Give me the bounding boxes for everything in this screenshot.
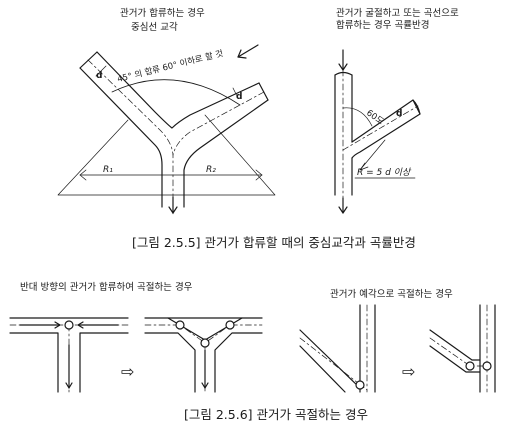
d-label-bend: d — [396, 109, 402, 119]
caption-2-5-6: [그림 2.5.6] 관거가 곡절하는 경우 — [184, 407, 368, 422]
r1-label: R₁ — [103, 165, 113, 175]
acute-bend-before — [299, 304, 376, 393]
left-confluence-drawing — [57, 44, 276, 216]
arrow-right-icon: ⇨ — [402, 362, 416, 381]
left-title-line2: 중심선 교각 — [131, 22, 178, 33]
right-radius-label: R = 5 d 이상 — [357, 167, 412, 178]
arrow-right-icon: ⇨ — [121, 362, 135, 381]
fig2-left-title: 반대 방향의 관거가 합류하여 곡절하는 경우 — [20, 282, 193, 293]
d-label-right: d — [236, 92, 242, 102]
caption-2-5-5: [그림 2.5.5] 관거가 합류할 때의 중심교각과 곡률반경 — [132, 235, 416, 250]
right-title-line2: 합류하는 경우 곡률반경 — [336, 20, 430, 31]
right-bend-drawing — [334, 49, 421, 214]
angle-label: 45° 의 합류 60° 이하로 할 것 — [116, 48, 225, 85]
r2-label: R₂ — [206, 165, 216, 175]
left-title-line1: 관거가 합류하는 경우 — [120, 8, 205, 19]
fig2-right-title: 관거가 예각으로 곡절하는 경우 — [330, 289, 453, 300]
acute-bend-after — [429, 304, 496, 393]
opposite-flow-after — [144, 317, 263, 393]
right-angle-label: 60도 — [364, 108, 385, 127]
d-label-left: d — [96, 71, 102, 81]
right-title-line1: 관거가 굴절하고 또는 곡선으로 — [336, 8, 459, 19]
opposite-flow-before — [9, 317, 129, 393]
